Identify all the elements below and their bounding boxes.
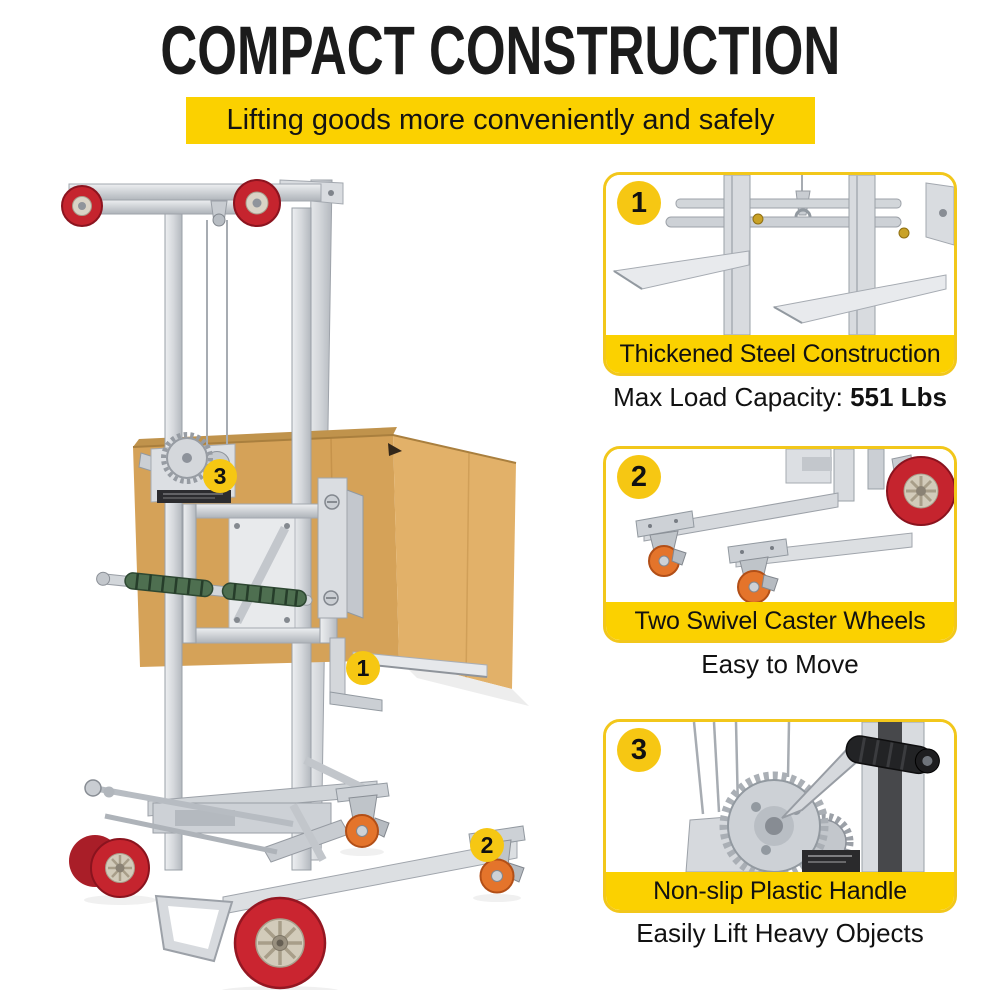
feature-image-casters	[606, 449, 954, 602]
winch-closeup-image	[685, 722, 940, 872]
subtitle-bold-value: 551 Lbs	[850, 382, 947, 412]
lift-cable	[206, 220, 228, 462]
subtitle-text: Lifting goods more conveniently and safe…	[226, 104, 775, 136]
base-legs	[635, 492, 913, 568]
callout-badge-2: 2	[470, 828, 504, 862]
feature-label: Two Swivel Caster Wheels	[634, 606, 926, 635]
subtitle-text: Easy to Move	[701, 649, 859, 679]
top-roller-wheels	[61, 179, 281, 227]
feature-label: Thickened Steel Construction	[619, 339, 941, 368]
feature-panel-casters: Two Swivel Caster Wheels 2	[603, 446, 957, 643]
feature-subtitle-move: Easy to Move	[603, 649, 957, 680]
fork-bracket	[329, 637, 383, 712]
callout-badge-1: 1	[346, 651, 380, 685]
feature-badge-3: 3	[617, 728, 661, 772]
red-wheel	[886, 454, 954, 526]
subtitle-text: Easily Lift Heavy Objects	[636, 918, 924, 948]
feature-panel-handle: Non-slip Plastic Handle 3	[603, 719, 957, 913]
callout-number: 2	[480, 831, 494, 858]
fork-blades	[612, 250, 947, 324]
feature-number: 2	[630, 460, 648, 493]
page-title: COMPACT CONSTRUCTION	[0, 16, 1000, 85]
product-illustration	[25, 160, 595, 998]
page-title-text: COMPACT CONSTRUCTION	[160, 12, 840, 89]
feature-label-bar: Non-slip Plastic Handle	[606, 872, 954, 910]
swivel-casters	[335, 782, 526, 894]
feature-number: 1	[630, 186, 648, 219]
callout-badge-3: 3	[203, 459, 237, 493]
subtitle-prefix: Max Load Capacity:	[613, 382, 851, 412]
foot-pedal	[154, 894, 234, 963]
fixed-red-wheels	[69, 835, 327, 990]
casters-closeup-image	[635, 449, 954, 602]
feature-label-bar: Two Swivel Caster Wheels	[606, 602, 954, 640]
feature-number: 3	[630, 733, 648, 766]
callout-number: 3	[213, 462, 227, 489]
crank-handle	[781, 735, 940, 819]
feature-badge-2: 2	[617, 455, 661, 499]
feature-badge-1: 1	[617, 181, 661, 225]
winch-gear	[685, 771, 860, 872]
subtitle-banner: Lifting goods more conveniently and safe…	[186, 97, 815, 144]
base-frame	[84, 756, 518, 915]
forks-closeup-image	[612, 175, 954, 335]
side-bracket	[317, 477, 364, 619]
feature-image-forks	[606, 175, 954, 335]
feature-subtitle-lift: Easily Lift Heavy Objects	[603, 918, 957, 949]
orange-casters	[648, 530, 779, 602]
feature-image-winch	[606, 722, 954, 872]
feature-panel-steel: Thickened Steel Construction 1	[603, 172, 957, 376]
feature-label-bar: Thickened Steel Construction	[606, 335, 954, 373]
winch-lift-truck-image	[61, 179, 529, 998]
feature-label: Non-slip Plastic Handle	[653, 876, 907, 905]
feature-subtitle-capacity: Max Load Capacity: 551 Lbs	[603, 382, 957, 413]
callout-number: 1	[356, 654, 370, 681]
handle-grips	[96, 571, 313, 608]
